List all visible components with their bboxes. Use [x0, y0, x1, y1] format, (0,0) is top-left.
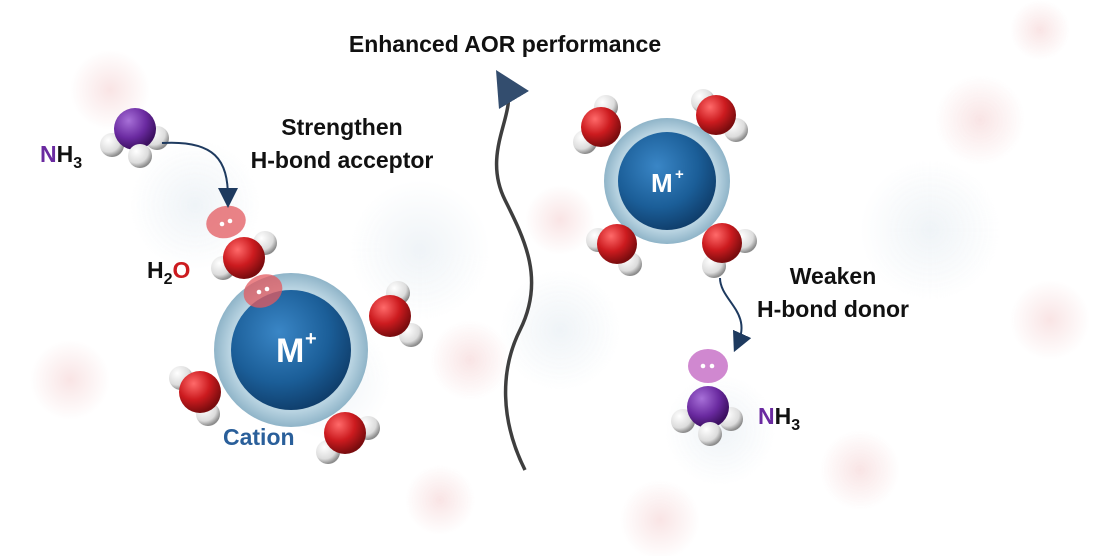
- formula-nh3-left: NH3: [40, 141, 82, 172]
- caption-h-bond-donor: H-bond donor: [757, 296, 909, 322]
- water-molecule-donor: [702, 223, 757, 278]
- cation-small-charge: +: [675, 166, 684, 183]
- ammonia-molecule-right: [671, 386, 743, 446]
- cation-small: M +: [604, 118, 730, 244]
- formula-h2o: H2O: [147, 257, 190, 288]
- water-molecule: [169, 366, 221, 426]
- title-enhanced-aor: Enhanced AOR performance: [349, 31, 661, 57]
- cation-large: M +: [214, 273, 368, 427]
- caption-weaken: Weaken: [790, 263, 877, 289]
- water-lone-pairs: [206, 205, 283, 308]
- cation-large-symbol: M: [276, 332, 304, 370]
- cation-small-symbol: M: [651, 168, 673, 198]
- label-cation: Cation: [223, 424, 295, 450]
- ammonia-lone-pair: [688, 349, 728, 383]
- formula-nh3-right: NH3: [758, 403, 800, 434]
- arrow-water-to-ammonia: [719, 277, 752, 353]
- water-molecule: [586, 224, 642, 276]
- water-molecule: [573, 95, 621, 154]
- caption-strengthen: Strengthen: [281, 114, 402, 140]
- background-molecules: [30, 0, 1090, 556]
- water-molecule: [316, 412, 380, 464]
- wavy-divider-arrow: [494, 69, 534, 471]
- arrow-ammonia-to-water: [161, 141, 238, 208]
- ammonia-molecule-left: [100, 108, 169, 168]
- cation-large-charge: +: [305, 328, 317, 350]
- water-molecule-h2o: [211, 231, 277, 280]
- water-molecule: [369, 281, 423, 347]
- water-molecule: [691, 89, 748, 142]
- caption-h-bond-acceptor: H-bond acceptor: [251, 147, 434, 173]
